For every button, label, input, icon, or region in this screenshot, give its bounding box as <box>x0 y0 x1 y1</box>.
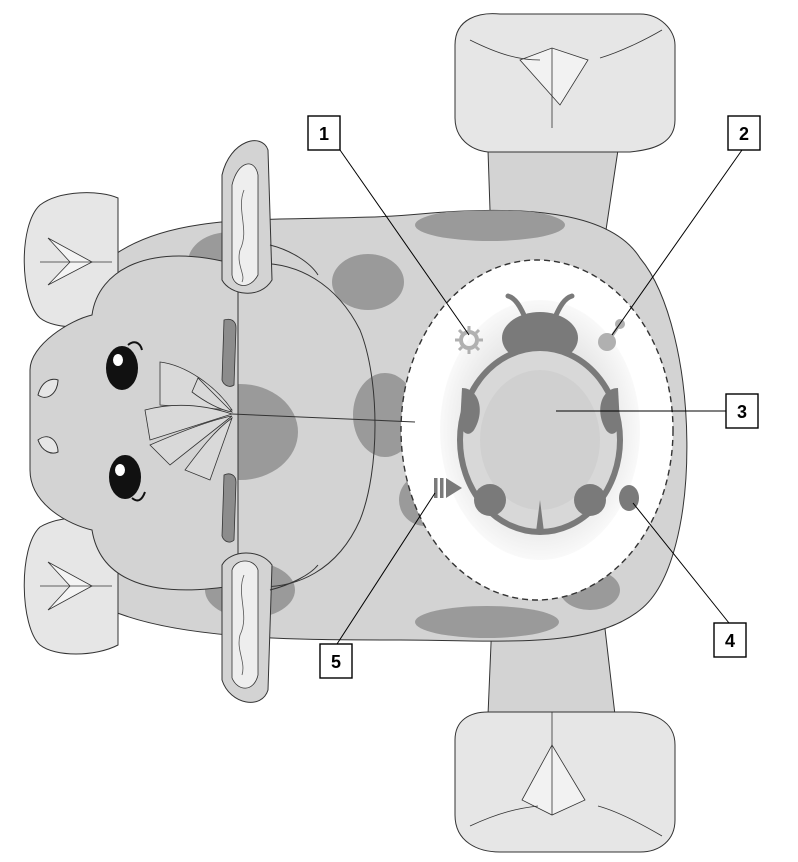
svg-text:5: 5 <box>331 652 341 672</box>
callout-5: 5 <box>320 644 352 678</box>
callout-2: 2 <box>728 116 760 150</box>
bottom-leg <box>455 620 675 852</box>
callout-4: 4 <box>714 623 746 657</box>
svg-text:4: 4 <box>725 631 735 651</box>
svg-text:2: 2 <box>739 124 749 144</box>
callout-3: 3 <box>726 394 758 428</box>
svg-text:3: 3 <box>737 402 747 422</box>
svg-text:1: 1 <box>319 124 329 144</box>
callout-1: 1 <box>308 116 340 150</box>
